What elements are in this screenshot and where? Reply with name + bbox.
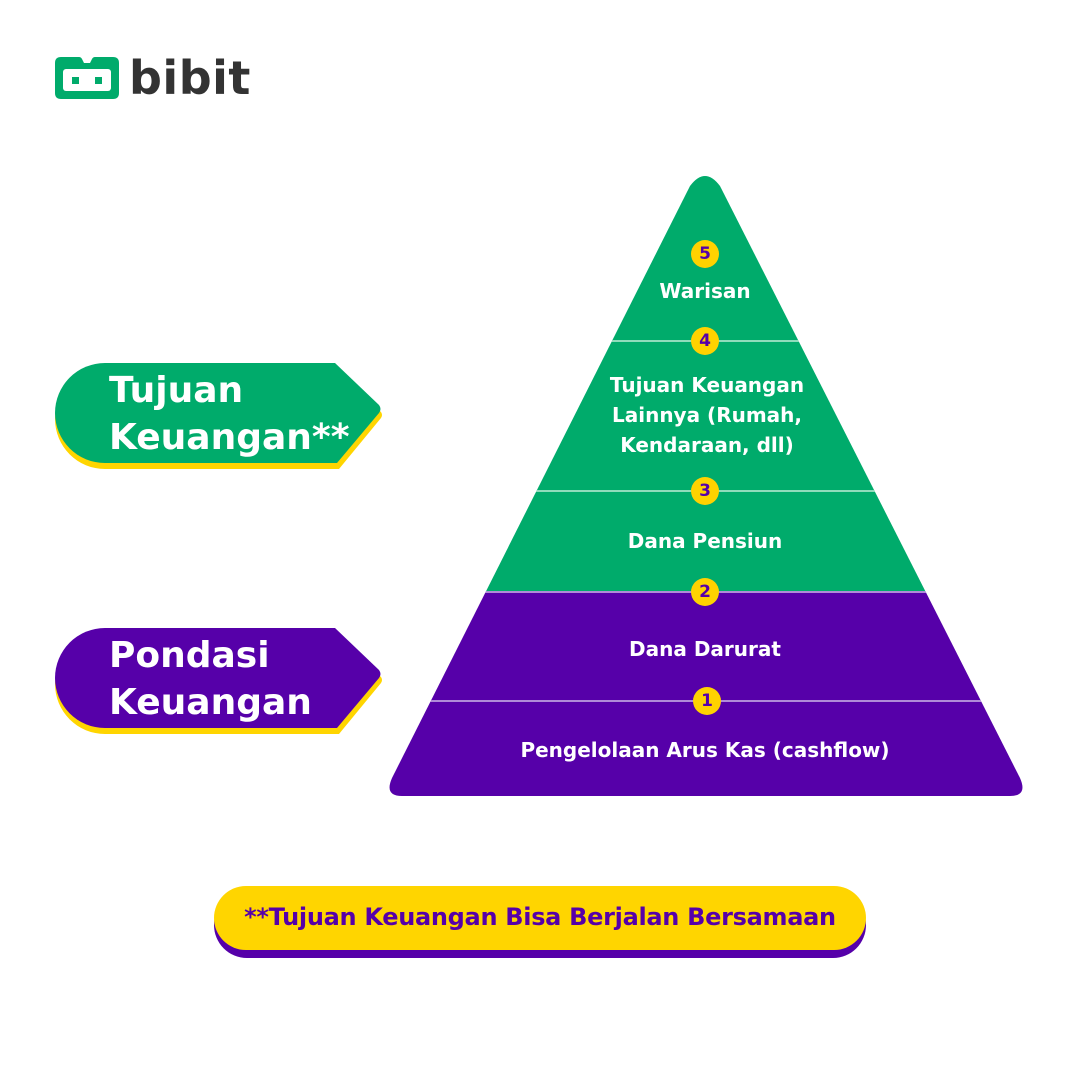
bibit-wordmark: bibit <box>129 51 251 105</box>
tier-1-label: Pengelolaan Arus Kas (cashflow) <box>520 738 890 762</box>
tier-4-badge: 4 <box>691 327 719 355</box>
tier-5-badge: 5 <box>691 240 719 268</box>
footnote-pill: **Tujuan Keuangan Bisa Berjalan Bersamaa… <box>214 886 866 958</box>
tag-pondasi-keuangan: Pondasi Keuangan <box>55 628 383 736</box>
tier-3-badge: 3 <box>691 477 719 505</box>
tier-4-label: Tujuan Keuangan Lainnya (Rumah, Kendaraa… <box>609 373 805 457</box>
footnote-pill-body: **Tujuan Keuangan Bisa Berjalan Bersamaa… <box>214 886 866 950</box>
tier-3-label: Dana Pensiun <box>627 529 783 553</box>
tier-2-badge: 2 <box>691 578 719 606</box>
bibit-logo: bibit <box>55 55 251 101</box>
bibit-logo-icon <box>55 57 119 99</box>
tag-tujuan-keuangan-label: Tujuan Keuangan** <box>109 370 350 458</box>
tag-pondasi-keuangan-label: Pondasi Keuangan <box>109 635 312 723</box>
tier-2-label: Dana Darurat <box>629 637 781 661</box>
footnote-text: **Tujuan Keuangan Bisa Berjalan Bersamaa… <box>244 903 836 931</box>
tier-5-label: Warisan <box>659 279 751 303</box>
tag-tujuan-keuangan: Tujuan Keuangan** <box>55 363 383 471</box>
tier-1-badge: 1 <box>693 687 721 715</box>
